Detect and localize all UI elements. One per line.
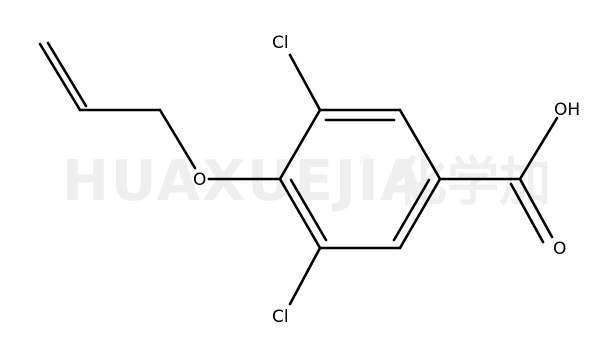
chlorine-bottom-label: Cl bbox=[272, 307, 289, 327]
ring-double-bond-inner-left bbox=[289, 178, 328, 242]
watermark-chinese: 化学加 bbox=[395, 153, 551, 213]
hydroxyl-label: OH bbox=[554, 100, 580, 120]
ch2-oxygen-bond bbox=[158, 108, 197, 170]
allyl-double-bond-inner bbox=[46, 41, 88, 108]
ring-bond-c4-c3 bbox=[278, 108, 322, 181]
chlorine-top-label: Cl bbox=[272, 33, 289, 53]
carboxyl-oh-bond bbox=[518, 116, 559, 181]
watermark-registered-mark: ® bbox=[358, 151, 374, 170]
ring-bond-c5-c4 bbox=[278, 177, 322, 250]
ring-bond-c1-c6 bbox=[398, 177, 442, 250]
carbonyl-bond-inner bbox=[509, 182, 545, 244]
watermark-latin: HUAXUEJIA bbox=[62, 149, 426, 214]
ring-bond-c2-c1 bbox=[398, 108, 442, 181]
ether-oxygen-label: O bbox=[193, 170, 206, 190]
ring-double-bond-inner-right bbox=[392, 178, 431, 242]
chlorine-bottom-bond bbox=[288, 246, 322, 306]
carbonyl-bond-outer bbox=[518, 177, 554, 239]
allyl-double-bond-outer bbox=[38, 42, 82, 112]
carbonyl-oxygen-label: O bbox=[553, 239, 566, 259]
chlorine-top-bond bbox=[288, 53, 322, 112]
watermark: HUAXUEJIA ® 化学加 bbox=[62, 149, 551, 214]
